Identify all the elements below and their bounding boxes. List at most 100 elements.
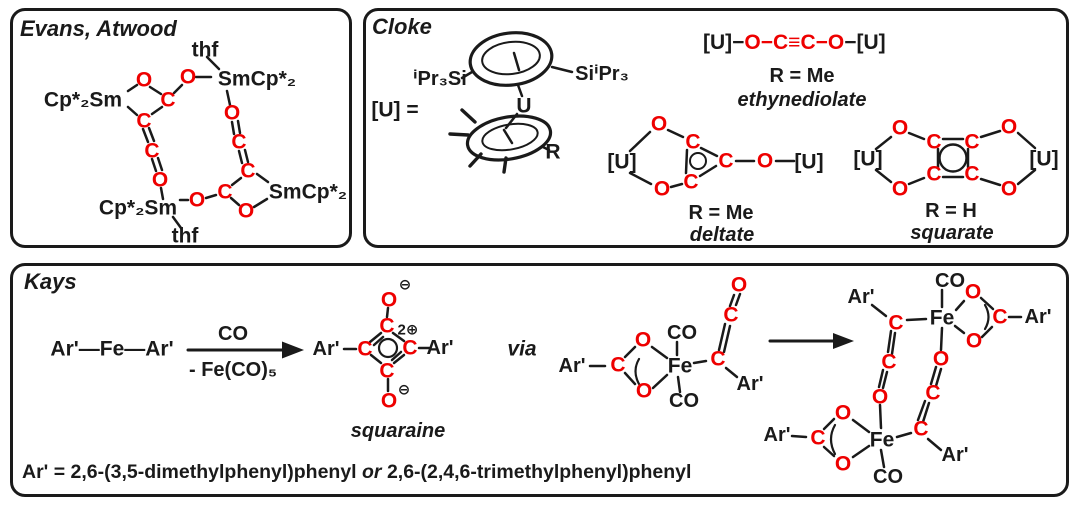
silyl-group: SiⁱPr₃	[575, 63, 629, 85]
atom-oxygen: O	[756, 149, 774, 173]
atom-carbon: C	[160, 88, 176, 112]
atom-carbon: C	[231, 130, 247, 154]
atom-oxygen: O	[932, 347, 950, 371]
atom-carbon: C	[683, 170, 699, 194]
kays-box	[10, 263, 1069, 497]
atom-carbon: C	[723, 303, 739, 327]
cloke-box	[363, 8, 1069, 248]
ligand-thf: thf	[171, 224, 199, 248]
ethynediolate-formula: [U]− O−C≡C−O −[U]	[703, 32, 886, 53]
charge-label: 2⊕	[397, 321, 419, 339]
atom-oxygen: O	[635, 379, 653, 403]
aryl-label: Ar'	[312, 338, 340, 360]
atom-carbon: C	[357, 337, 373, 361]
silyl-group: ⁱPr₃Si	[413, 68, 467, 90]
uranium-bracket: [U]−	[703, 31, 745, 54]
carbonyl-ligand: CO	[935, 270, 965, 292]
squaraine-bonds	[342, 306, 431, 393]
atom-carbon: C	[217, 180, 233, 204]
atom-oxygen: O	[380, 288, 398, 312]
r-group-note: R = Me	[769, 65, 835, 87]
footnote-or: or	[356, 461, 387, 483]
metal-fe: Fe	[929, 306, 955, 330]
uranium-bracket: [U]	[853, 147, 883, 171]
atom-oxygen: O	[871, 385, 889, 409]
evans-box	[10, 8, 352, 248]
carbonyl-ligand: CO	[667, 322, 697, 344]
atom-carbon: C	[888, 311, 904, 335]
atom-carbon: C	[685, 130, 701, 154]
atom-carbon: C	[925, 381, 941, 405]
aryl-label: Ar'	[941, 444, 969, 466]
atom-carbon: C	[379, 314, 395, 338]
uranium-bracket: [U]	[607, 150, 637, 174]
atom-oxygen: O	[135, 68, 153, 92]
atom-carbon: C	[913, 417, 929, 441]
uranium-bracket: [U]	[794, 150, 824, 174]
evans-box-title: Evans, Atwood	[20, 16, 177, 41]
ligand-cp2sm: Cp*₂Sm	[98, 196, 178, 220]
atom-oxygen: O	[834, 401, 852, 425]
cloke-uranium-complex-drawing	[448, 31, 574, 174]
atom-carbon: C	[926, 162, 942, 186]
atom-oxygen: O	[634, 328, 652, 352]
atom-carbon: C	[710, 347, 726, 371]
atom-oxygen: O	[380, 389, 398, 413]
caption-squaraine: squaraine	[350, 420, 446, 442]
footnote-part1: Ar' = 2,6-(3,5-dimethylphenyl)phenyl	[22, 461, 357, 483]
r-group-note: R = Me	[688, 202, 754, 224]
evans-structure-bonds	[126, 55, 270, 230]
atom-oxygen: O	[1000, 115, 1018, 139]
aryl-label: Ar'	[763, 424, 791, 446]
atom-oxygen: O	[179, 65, 197, 89]
caption-deltate: deltate	[689, 224, 755, 246]
reactant-formula: Ar'—Fe—Ar'	[50, 337, 174, 361]
footnote-part2: 2,6-(2,4,6-trimethylphenyl)phenyl	[386, 461, 692, 483]
atom-carbon: C	[144, 139, 160, 163]
carbonyl-ligand: CO	[669, 390, 699, 412]
aryl-label: Ar'	[1024, 306, 1052, 328]
atom-carbon: C	[379, 359, 395, 383]
atom-carbon: C	[964, 130, 980, 154]
atom-carbon: C	[964, 162, 980, 186]
caption-squarate: squarate	[910, 222, 994, 244]
atom-oxygen: O	[964, 280, 982, 304]
aryl-label: Ar'	[736, 373, 764, 395]
uranium-definition: [U] =	[371, 98, 419, 122]
deltate-bonds	[628, 128, 796, 189]
kays-box-title: Kays	[24, 269, 77, 294]
atom-oxygen: O	[965, 329, 983, 353]
cloke-box-title: Cloke	[372, 14, 432, 39]
charge-label: ⊖	[397, 381, 411, 399]
atom-carbon: C	[402, 336, 418, 360]
reaction-arrow-2	[768, 333, 854, 349]
atom-oxygen: O	[891, 177, 909, 201]
atom-carbon: C	[992, 305, 1008, 329]
intermediate-bonds	[588, 292, 742, 394]
atom-carbon: C	[136, 109, 152, 133]
atom-oxygen: O	[223, 101, 241, 125]
ligand-thf: thf	[191, 38, 219, 62]
via-label: via	[507, 337, 537, 361]
atom-oxygen: O	[151, 168, 169, 192]
ethynediolate-core: O−C≡C−O	[744, 31, 845, 54]
aryl-definition-footnote: Ar' = 2,6-(3,5-dimethylphenyl)phenyl or …	[22, 461, 692, 483]
atom-carbon: C	[926, 130, 942, 154]
atom-carbon: C	[881, 350, 897, 374]
uranium-bracket: [U]	[1029, 147, 1059, 171]
atom-uranium: U	[516, 94, 532, 118]
atom-oxygen: O	[730, 273, 748, 297]
atom-oxygen: O	[650, 112, 668, 136]
ligand-cp2sm: Cp*₂Sm	[43, 88, 123, 112]
atom-oxygen: O	[891, 116, 909, 140]
ligand-smcp2: SmCp*₂	[217, 67, 297, 91]
atom-carbon: C	[718, 149, 734, 173]
substituent-r: R	[545, 140, 561, 164]
caption-ethynediolate: ethynediolate	[737, 89, 867, 111]
arrow-reagent: CO	[218, 323, 248, 345]
metal-fe: Fe	[667, 354, 693, 378]
atom-oxygen: O	[188, 188, 206, 212]
uranium-bracket: −[U]	[844, 31, 886, 54]
